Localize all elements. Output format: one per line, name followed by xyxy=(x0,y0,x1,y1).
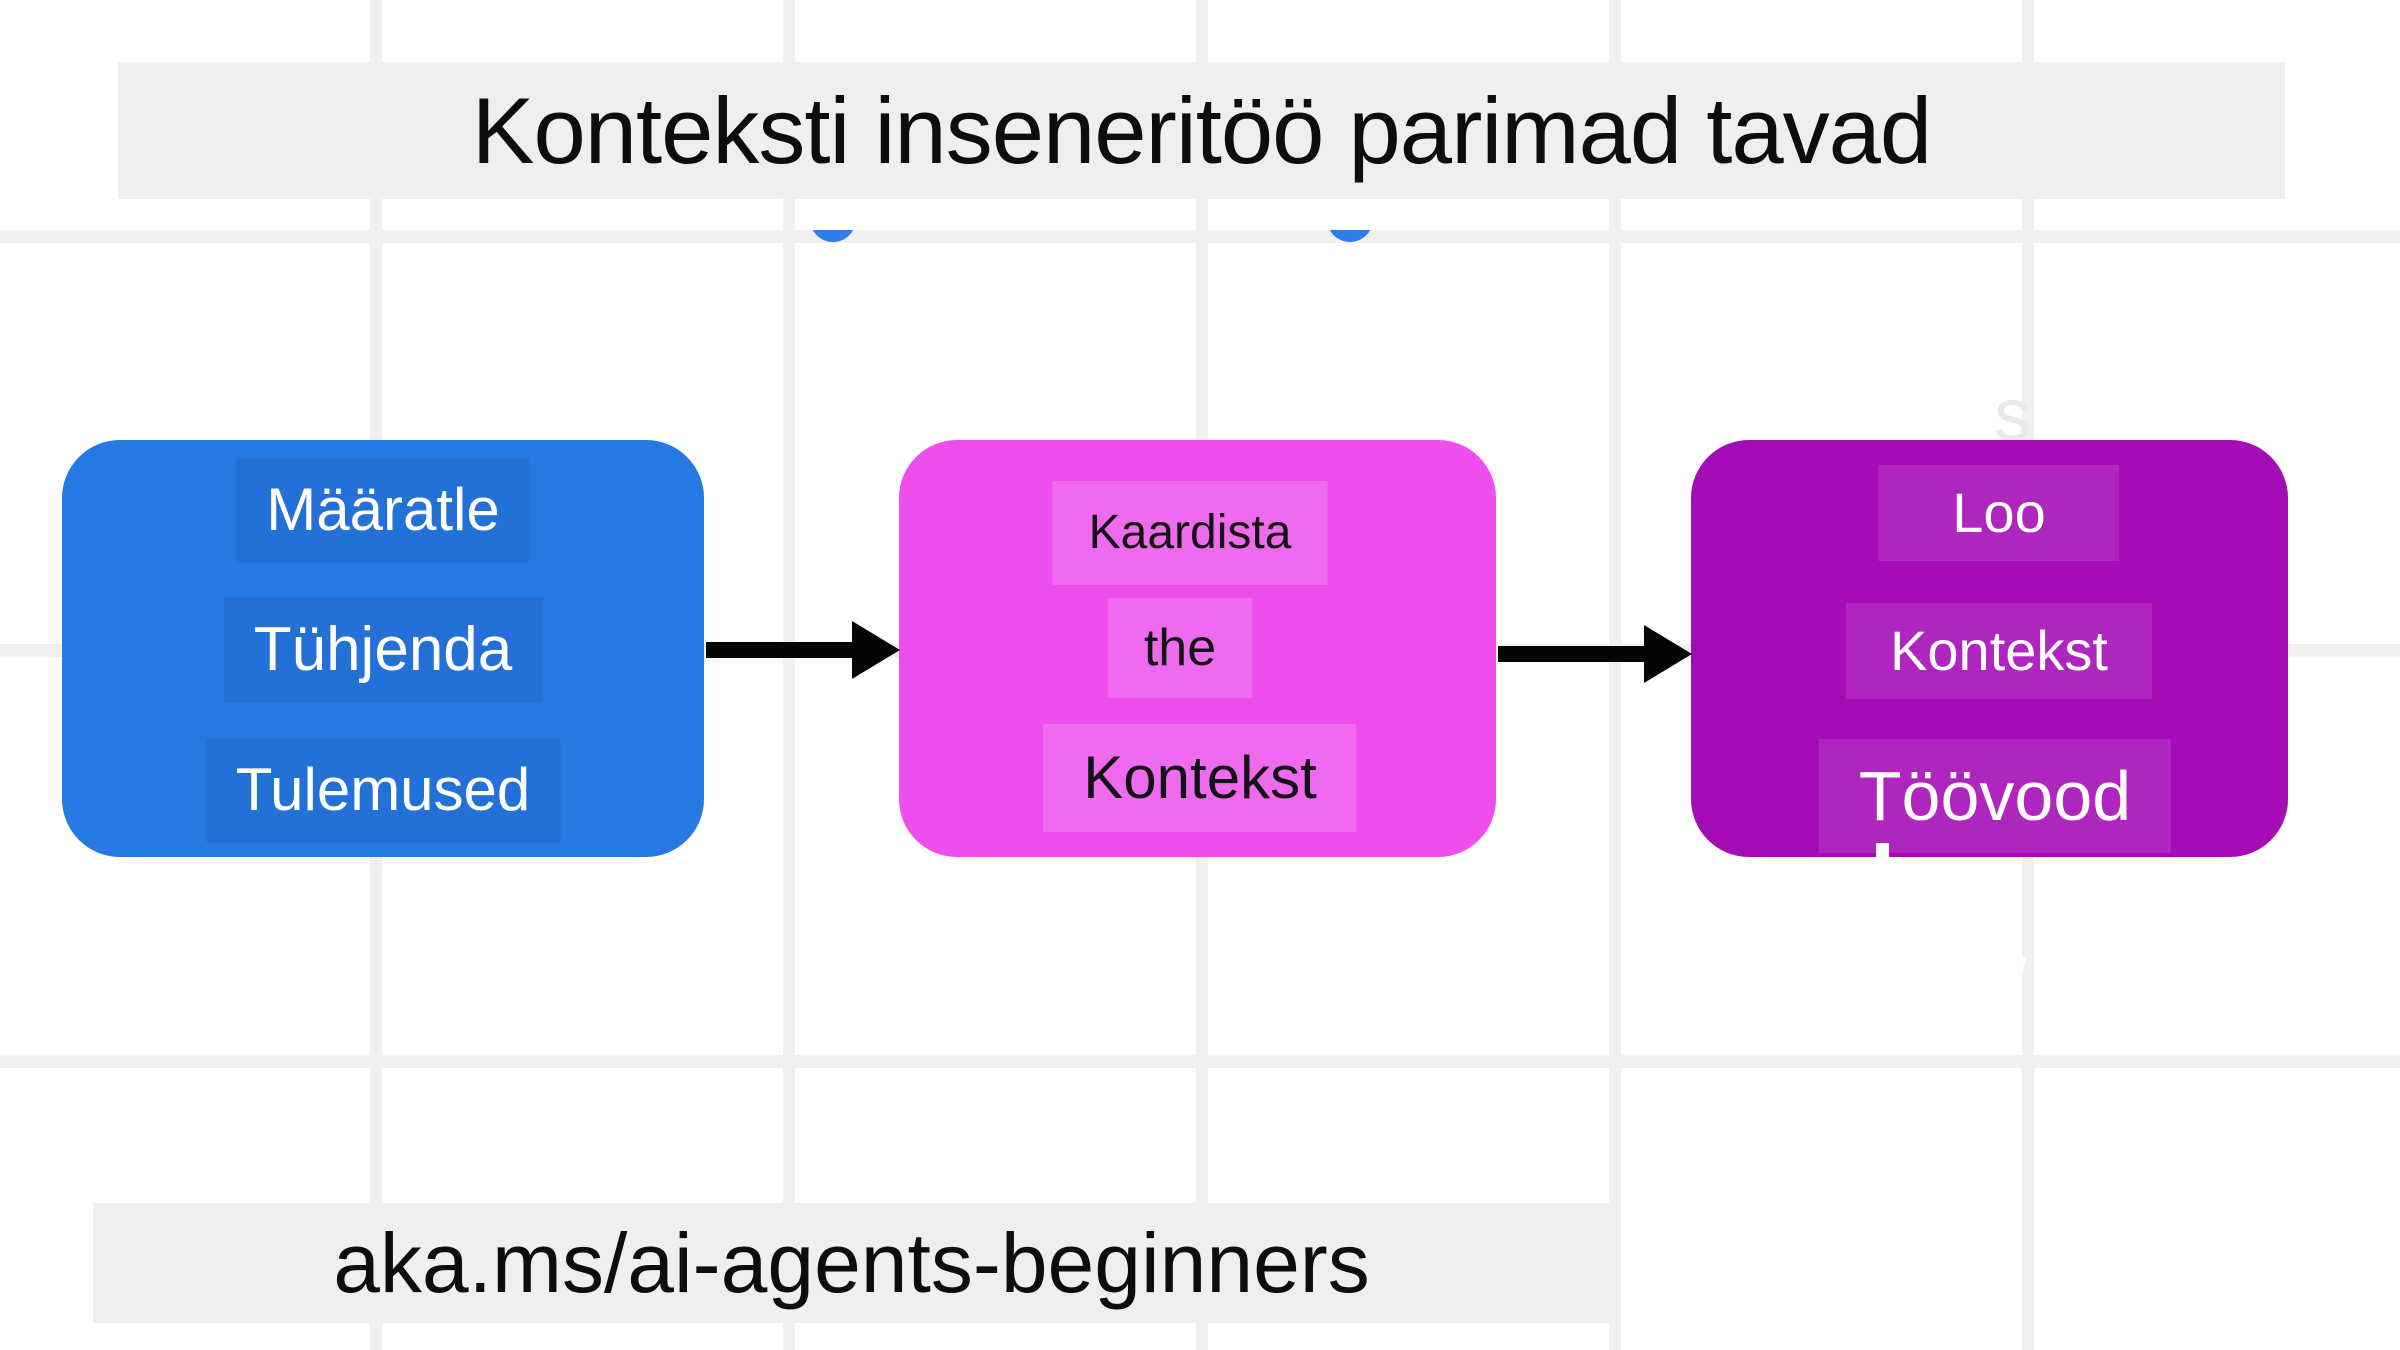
box-define-line-1: Määratle xyxy=(236,458,530,562)
arrow-head-icon xyxy=(852,621,900,679)
box-create-line-2: Kontekst xyxy=(1846,603,2152,699)
flow-box-create[interactable]: Loo Kontekst Töövood xyxy=(1691,440,2288,857)
white-overflow-mark xyxy=(1876,843,1889,883)
blue-arc-artifact xyxy=(810,230,856,243)
grid-line-horizontal xyxy=(0,1055,2400,1068)
arrow-define-to-map xyxy=(706,621,900,679)
grid-line-horizontal xyxy=(0,230,2400,243)
grid-line-vertical xyxy=(783,0,795,1350)
box-define-line-3: Tulemused xyxy=(205,738,561,842)
arrow-head-icon xyxy=(1644,625,1692,683)
arrow-map-to-create xyxy=(1498,625,1692,683)
box-create-line-3: Töövood xyxy=(1818,739,2172,853)
footer-band: aka.ms/ai-agents-beginners xyxy=(93,1203,1610,1323)
blue-disc xyxy=(1327,230,1373,242)
grid-line-vertical xyxy=(1609,0,1621,1350)
blue-disc xyxy=(810,230,856,242)
arrow-shaft xyxy=(706,642,858,658)
flow-box-map[interactable]: Kaardista the Kontekst xyxy=(899,440,1496,857)
box-map-line-1: Kaardista xyxy=(1052,481,1328,585)
footer-url[interactable]: aka.ms/ai-agents-beginners xyxy=(333,1215,1370,1310)
blue-arc-artifact xyxy=(1327,230,1373,243)
box-map-line-2: the xyxy=(1107,598,1253,698)
arrow-shaft xyxy=(1498,646,1650,662)
page-title: Konteksti inseneritöö parimad tavad xyxy=(471,77,1932,183)
box-define-line-2: Tühjenda xyxy=(223,597,543,703)
flow-box-define[interactable]: Määratle Tühjenda Tulemused xyxy=(62,440,704,857)
title-band: Konteksti inseneritöö parimad tavad xyxy=(118,62,2285,199)
box-create-line-1: Loo xyxy=(1878,465,2120,561)
box-map-line-3: Kontekst xyxy=(1043,724,1357,832)
